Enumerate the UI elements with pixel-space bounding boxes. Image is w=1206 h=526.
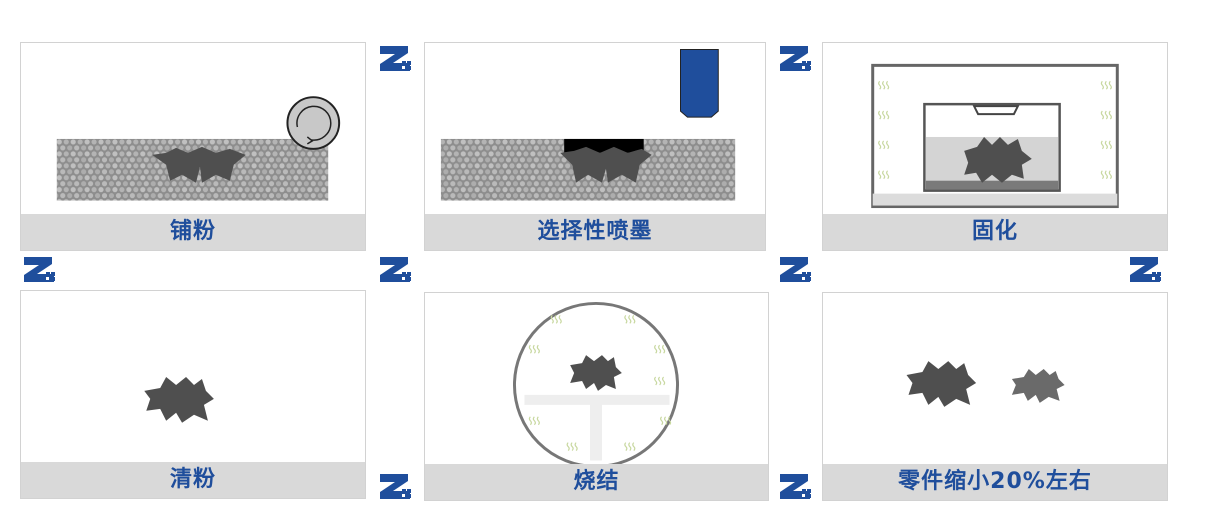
build-box-floor [925, 180, 1059, 190]
step-label-selective-inkjet: 选择性喷墨 [425, 214, 765, 250]
step-label-curing: 固化 [823, 214, 1167, 250]
step-panel-depowder: 清粉 [20, 290, 366, 499]
sintering-furnace-illustration [513, 301, 679, 466]
step-label-spread-powder: 铺粉 [21, 214, 365, 250]
z-arrow-icon [23, 255, 57, 285]
part [964, 136, 1032, 183]
step-panel-shrinkage: 零件缩小20%左右 [822, 292, 1168, 501]
part-layer [152, 146, 246, 183]
box-handle [972, 105, 1020, 116]
part [570, 355, 622, 391]
z-arrow-icon [779, 255, 813, 285]
part [144, 377, 214, 423]
step-panel-selective-inkjet: 选择性喷墨 [424, 42, 766, 251]
depowder-illustration [144, 377, 214, 423]
step-label-depowder: 清粉 [21, 462, 365, 498]
step-label-shrinkage: 零件缩小20%左右 [823, 464, 1167, 500]
shrinkage-illustration [906, 361, 1065, 407]
oven-floor [872, 193, 1118, 206]
selective-inkjet-illustration [440, 48, 736, 201]
inkjet-printhead-icon [680, 48, 719, 118]
z-arrow-icon [379, 255, 413, 285]
curing-oven-illustration [871, 63, 1119, 209]
step-panel-curing: 固化 [822, 42, 1168, 251]
z-arrow-icon [779, 472, 813, 502]
z-arrow-icon [379, 472, 413, 502]
spread-powder-illustration [56, 96, 341, 201]
roller-icon [286, 96, 341, 150]
part-after [1011, 369, 1065, 403]
z-arrow-icon [779, 44, 813, 74]
support-stand [524, 394, 670, 461]
z-arrow-icon [1129, 255, 1163, 285]
z-arrow-icon [379, 44, 413, 74]
step-label-sintering: 烧结 [425, 464, 768, 500]
step-panel-spread-powder: 铺粉 [20, 42, 366, 251]
step-panel-sintering: 烧结 [424, 292, 769, 501]
part-layer [560, 146, 652, 183]
part-before [906, 361, 977, 407]
